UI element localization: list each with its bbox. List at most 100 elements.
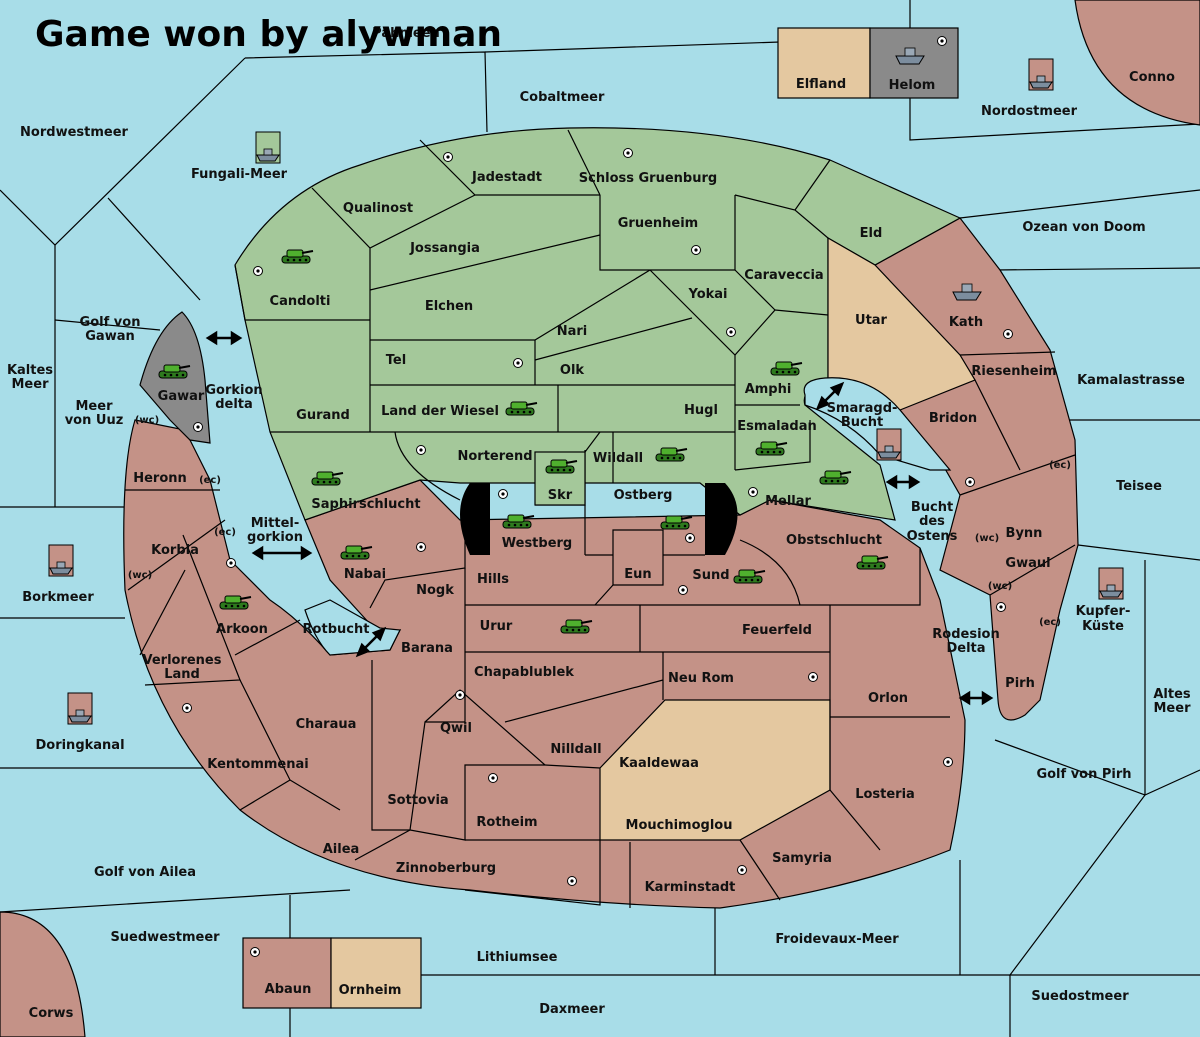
svg-text:Golf von Pirh: Golf von Pirh	[1036, 767, 1131, 782]
svg-text:Korbia: Korbia	[151, 543, 199, 558]
svg-text:Altes: Altes	[1153, 687, 1191, 702]
svg-text:Utar: Utar	[855, 313, 888, 328]
coast-tags: (wc) (ec) (ec) (wc) (ec) (wc) (wc) (ec)	[128, 415, 1071, 628]
svg-text:Mellar: Mellar	[765, 494, 811, 509]
svg-text:Chapablublek: Chapablublek	[474, 665, 574, 680]
svg-text:Losteria: Losteria	[855, 787, 915, 802]
svg-text:Tel: Tel	[386, 353, 406, 368]
svg-text:Hugl: Hugl	[684, 403, 718, 418]
region-label-pahmeen: Pahmeen	[372, 26, 440, 41]
svg-text:Skr: Skr	[548, 488, 573, 503]
svg-text:Arkoon: Arkoon	[216, 622, 268, 637]
svg-text:Nogk: Nogk	[416, 583, 454, 598]
svg-text:Nari: Nari	[557, 324, 588, 339]
svg-text:Bucht: Bucht	[841, 415, 883, 430]
svg-text:Neu Rom: Neu Rom	[668, 671, 734, 686]
svg-text:Pirh: Pirh	[1005, 676, 1035, 691]
svg-text:Borkmeer: Borkmeer	[22, 590, 94, 605]
svg-text:Bucht: Bucht	[911, 500, 953, 515]
svg-text:(wc): (wc)	[988, 581, 1012, 592]
barrier-east	[705, 483, 738, 555]
svg-text:Doringkanal: Doringkanal	[35, 738, 124, 753]
region-ornheim[interactable]	[330, 937, 422, 1009]
svg-text:Suedwestmeer: Suedwestmeer	[110, 930, 220, 945]
svg-text:Ailea: Ailea	[323, 842, 360, 857]
svg-text:Kupfer-: Kupfer-	[1076, 604, 1131, 619]
svg-text:Suedostmeer: Suedostmeer	[1031, 989, 1129, 1004]
svg-text:Meer: Meer	[1154, 701, 1192, 716]
svg-text:(wc): (wc)	[128, 570, 152, 581]
svg-text:(ec): (ec)	[1039, 617, 1061, 628]
svg-text:gorkion: gorkion	[247, 530, 303, 545]
svg-text:Kamalastrasse: Kamalastrasse	[1077, 373, 1185, 388]
south-borders	[125, 351, 1076, 908]
svg-text:Kaltes: Kaltes	[7, 363, 53, 378]
svg-text:Ornheim: Ornheim	[339, 983, 402, 998]
region-elfland[interactable]	[777, 27, 871, 99]
svg-text:Golf von: Golf von	[80, 315, 141, 330]
svg-text:Meer: Meer	[76, 399, 114, 414]
svg-text:Esmaladan: Esmaladan	[737, 419, 817, 434]
svg-text:Delta: Delta	[946, 641, 985, 656]
svg-text:Gawan: Gawan	[85, 329, 134, 344]
svg-text:Bridon: Bridon	[929, 411, 977, 426]
svg-text:Feuerfeld: Feuerfeld	[742, 623, 812, 638]
svg-text:Riesenheim: Riesenheim	[971, 364, 1056, 379]
svg-text:Karminstadt: Karminstadt	[645, 880, 736, 895]
svg-text:Olk: Olk	[560, 363, 585, 378]
svg-text:Gruenheim: Gruenheim	[618, 216, 698, 231]
sea-labels: Nordwestmeer Fungali-Meer Cobaltmeer Nor…	[7, 70, 1191, 1021]
svg-text:Hills: Hills	[477, 572, 509, 587]
svg-text:Verlorenes: Verlorenes	[142, 653, 221, 668]
svg-text:Daxmeer: Daxmeer	[539, 1002, 605, 1017]
svg-text:Sottovia: Sottovia	[387, 793, 448, 808]
svg-text:Qwil: Qwil	[440, 721, 472, 736]
svg-text:Küste: Küste	[1082, 619, 1124, 634]
svg-text:Rodesion: Rodesion	[932, 627, 999, 642]
svg-text:Smaragd-: Smaragd-	[827, 401, 898, 416]
svg-text:Elfland: Elfland	[796, 77, 846, 92]
svg-text:Cobaltmeer: Cobaltmeer	[520, 90, 605, 105]
svg-text:Westberg: Westberg	[502, 536, 572, 551]
svg-text:Eun: Eun	[624, 567, 651, 582]
svg-text:Sund: Sund	[692, 568, 729, 583]
svg-text:Wildall: Wildall	[593, 451, 643, 466]
svg-text:Lithiumsee: Lithiumsee	[477, 950, 558, 965]
svg-text:Kaaldewaa: Kaaldewaa	[619, 756, 699, 771]
svg-text:Caraveccia: Caraveccia	[744, 268, 823, 283]
svg-text:Nilldall: Nilldall	[550, 742, 601, 757]
svg-text:Obstschlucht: Obstschlucht	[786, 533, 882, 548]
svg-text:Nordostmeer: Nordostmeer	[981, 104, 1078, 119]
svg-text:Saphirschlucht: Saphirschlucht	[311, 497, 420, 512]
svg-text:Teisee: Teisee	[1116, 479, 1162, 494]
svg-text:Helom: Helom	[889, 78, 936, 93]
svg-text:Land: Land	[164, 667, 200, 682]
sea-smaragd-bucht[interactable]	[803, 377, 952, 471]
svg-text:Ostberg: Ostberg	[614, 488, 673, 503]
connection-arrows	[205, 330, 994, 706]
svg-text:Corws: Corws	[29, 1006, 74, 1021]
sea-rotbucht[interactable]	[304, 599, 401, 656]
south-labels: Kath Riesenheim Bridon Bynn Gwaul Pirh G…	[133, 77, 1056, 998]
svg-text:Fungali-Meer: Fungali-Meer	[191, 167, 288, 182]
svg-text:Orlon: Orlon	[868, 691, 908, 706]
svg-text:Kath: Kath	[949, 315, 983, 330]
svg-text:Yokai: Yokai	[687, 287, 727, 302]
region-conno[interactable]	[1074, 0, 1200, 126]
svg-text:Mouchimoglou: Mouchimoglou	[626, 818, 733, 833]
svg-text:(ec): (ec)	[199, 475, 221, 486]
svg-text:Gorkion: Gorkion	[205, 383, 262, 398]
north-borders	[234, 129, 831, 506]
svg-text:Gwaul: Gwaul	[1005, 556, 1050, 571]
svg-text:Meer: Meer	[12, 377, 50, 392]
svg-text:Jossangia: Jossangia	[409, 241, 480, 256]
svg-text:Qualinost: Qualinost	[343, 201, 413, 216]
svg-text:Barana: Barana	[401, 641, 453, 656]
svg-text:Schloss Gruenburg: Schloss Gruenburg	[579, 171, 717, 186]
svg-text:Eld: Eld	[860, 226, 883, 241]
svg-text:des: des	[919, 514, 945, 529]
svg-text:Candolti: Candolti	[270, 294, 331, 309]
svg-text:Mittel-: Mittel-	[251, 516, 300, 531]
svg-text:Elchen: Elchen	[425, 299, 473, 314]
